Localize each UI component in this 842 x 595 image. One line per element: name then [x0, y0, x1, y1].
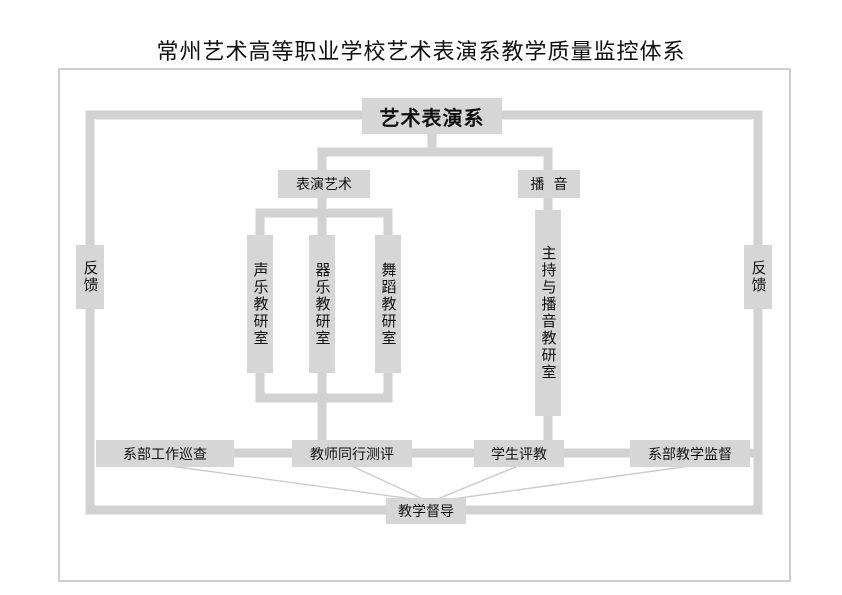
feedback-left-label: 反馈: [81, 260, 100, 294]
eval-dept-supervision-box: 系部教学监督: [630, 440, 750, 467]
root-department-label: 艺术表演系: [379, 105, 485, 130]
branch-broadcast-label: 播 音: [530, 177, 568, 193]
lab-instrumental-label: 器乐教研室: [313, 261, 332, 347]
eval-student-box: 学生评教: [474, 440, 564, 467]
lab-dance-label: 舞蹈教研室: [379, 261, 398, 347]
feedback-right-label: 反馈: [749, 260, 768, 294]
supervision-box: 教学督导: [386, 498, 466, 524]
root-department-box: 艺术表演系: [362, 98, 502, 134]
lab-hosting-box: 主持与播音教研室: [535, 210, 561, 416]
eval-peer-review-box: 教师同行测评: [292, 440, 412, 467]
branch-performance-box: 表演艺术: [278, 170, 370, 198]
feedback-loop-line: [85, 110, 763, 515]
fan-line: [444, 465, 691, 501]
eval-dept-inspection-label: 系部工作巡查: [123, 446, 207, 463]
eval-dept-inspection-box: 系部工作巡查: [96, 440, 234, 467]
lab-instrumental-box: 器乐教研室: [309, 235, 335, 373]
lab-dance-box: 舞蹈教研室: [375, 235, 401, 373]
eval-dept-supervision-label: 系部教学监督: [648, 446, 732, 463]
fan-line: [434, 465, 519, 501]
labs-bracket-line: [255, 367, 393, 445]
fan-line: [351, 465, 426, 501]
root-to-branches-line: [317, 125, 553, 183]
fan-line: [169, 465, 421, 501]
eval-student-label: 学生评教: [491, 446, 547, 463]
branch-broadcast-box: 播 音: [518, 170, 580, 198]
lab-vocal-box: 声乐教研室: [247, 235, 273, 373]
feedback-left-box: 反馈: [76, 245, 104, 309]
lab-vocal-label: 声乐教研室: [251, 261, 270, 347]
supervision-label: 教学督导: [398, 504, 454, 520]
diagram-frame: [58, 68, 791, 582]
performance-to-labs-line: [255, 190, 393, 240]
lab-hosting-label: 主持与播音教研室: [539, 245, 558, 381]
eval-peer-review-label: 教师同行测评: [310, 446, 394, 463]
page-title: 常州艺术高等职业学校艺术表演系教学质量监控体系: [156, 40, 686, 65]
branch-performance-label: 表演艺术: [296, 177, 352, 193]
feedback-right-box: 反馈: [744, 245, 772, 309]
